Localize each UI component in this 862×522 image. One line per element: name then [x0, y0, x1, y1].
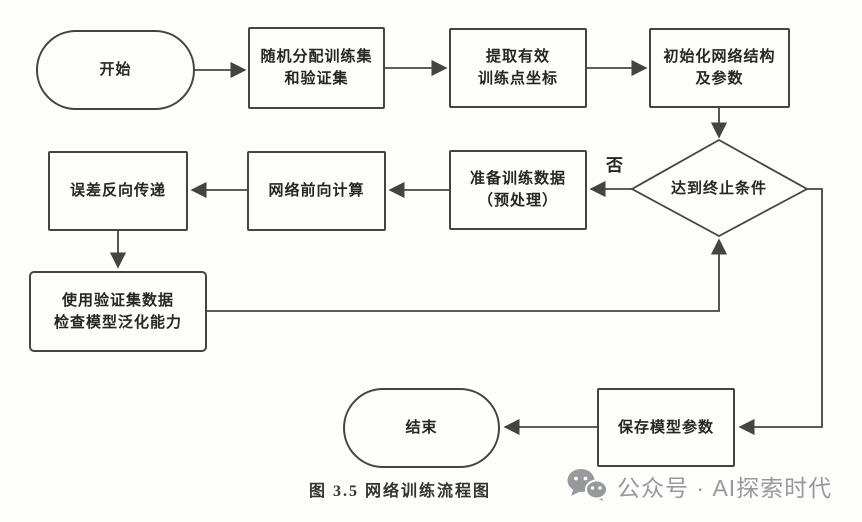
node-split-sets-label: 随机分配训练集 和验证集: [260, 48, 373, 87]
node-start-label: 开始: [99, 61, 132, 79]
watermark-text: 公众号 · AI探索时代: [617, 475, 833, 501]
node-forward-pass-label: 网络前向计算: [268, 182, 365, 200]
node-init-network-label: 初始化网络结构 及参数: [663, 48, 776, 87]
node-save-params-label: 保存模型参数: [617, 418, 714, 436]
node-end: 结束: [343, 388, 500, 468]
decision-diamond-shape: [630, 138, 809, 238]
node-validate-label: 使用验证集数据 检查模型泛化能力: [53, 291, 182, 331]
edge-label-no: 否: [606, 156, 623, 175]
node-backprop-label: 误差反向传递: [69, 182, 166, 200]
wechat-icon: [567, 469, 608, 501]
node-init-network: 初始化网络结构 及参数: [649, 28, 790, 108]
node-stop-condition-label: 达到终止条件: [670, 180, 767, 198]
node-forward-pass: 网络前向计算: [247, 151, 386, 231]
edge-decision-to-save: [738, 188, 823, 436]
node-stop-condition: 达到终止条件: [640, 172, 798, 206]
edge-validate-to-decision: [207, 238, 728, 312]
node-prepare-data-label: 准备训练数据 （预处理）: [469, 170, 566, 209]
node-split-sets: 随机分配训练集 和验证集: [248, 27, 385, 109]
node-extract-points-label: 提取有效 训练点坐标: [477, 48, 558, 87]
node-start: 开始: [36, 30, 195, 110]
node-backprop: 误差反向传递: [48, 151, 188, 231]
watermark: 公众号 · AI探索时代: [566, 467, 832, 505]
figure-caption: 图 3.5 网络训练流程图: [308, 483, 491, 500]
node-end-label: 结束: [405, 419, 438, 437]
node-validate: 使用验证集数据 检查模型泛化能力: [29, 271, 207, 352]
node-save-params: 保存模型参数: [597, 388, 735, 467]
node-prepare-data: 准备训练数据 （预处理）: [449, 150, 587, 230]
node-extract-points: 提取有效 训练点坐标: [449, 28, 587, 108]
